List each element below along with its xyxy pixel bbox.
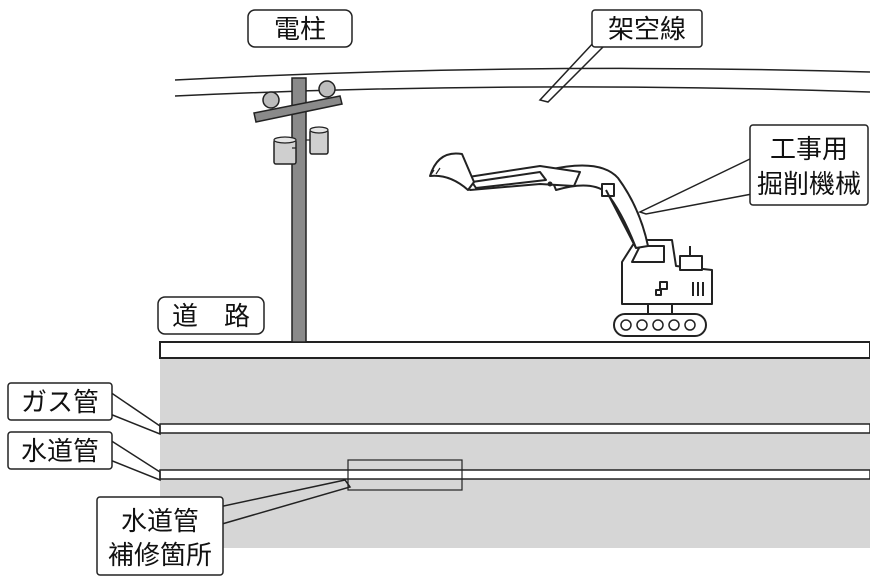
road-label: 道 路	[172, 302, 250, 332]
repair-label-line2: 補修箇所	[108, 541, 212, 571]
overhead-wires	[174, 67, 870, 97]
water-pipe	[159, 469, 870, 480]
label-water-pipe: 水道管	[7, 431, 113, 470]
utility-pole-label: 電柱	[274, 15, 326, 45]
label-gas-pipe: ガス管	[7, 382, 113, 421]
water-pipe-label: 水道管	[21, 437, 99, 467]
gas-pipe	[159, 423, 870, 434]
utility-pole	[253, 77, 343, 343]
gas-pipe-label: ガス管	[21, 388, 99, 418]
label-repair-location: 水道管 補修箇所	[96, 496, 224, 576]
road-surface	[159, 341, 870, 359]
repair-label-line1: 水道管	[121, 507, 199, 537]
label-utility-pole: 電柱	[247, 9, 353, 48]
machine-label-line1: 工事用	[770, 135, 848, 165]
machine-label-line2: 掘削機械	[757, 170, 861, 200]
overhead-wire-label: 架空線	[608, 15, 686, 45]
label-road: 道 路	[157, 296, 265, 335]
ground-cross-section	[160, 358, 870, 548]
label-overhead-wire: 架空線	[591, 9, 703, 48]
excavator	[429, 152, 713, 337]
label-machine: 工事用 掘削機械	[749, 124, 869, 206]
leader-lines	[109, 39, 753, 525]
repair-location-marker	[347, 459, 463, 491]
